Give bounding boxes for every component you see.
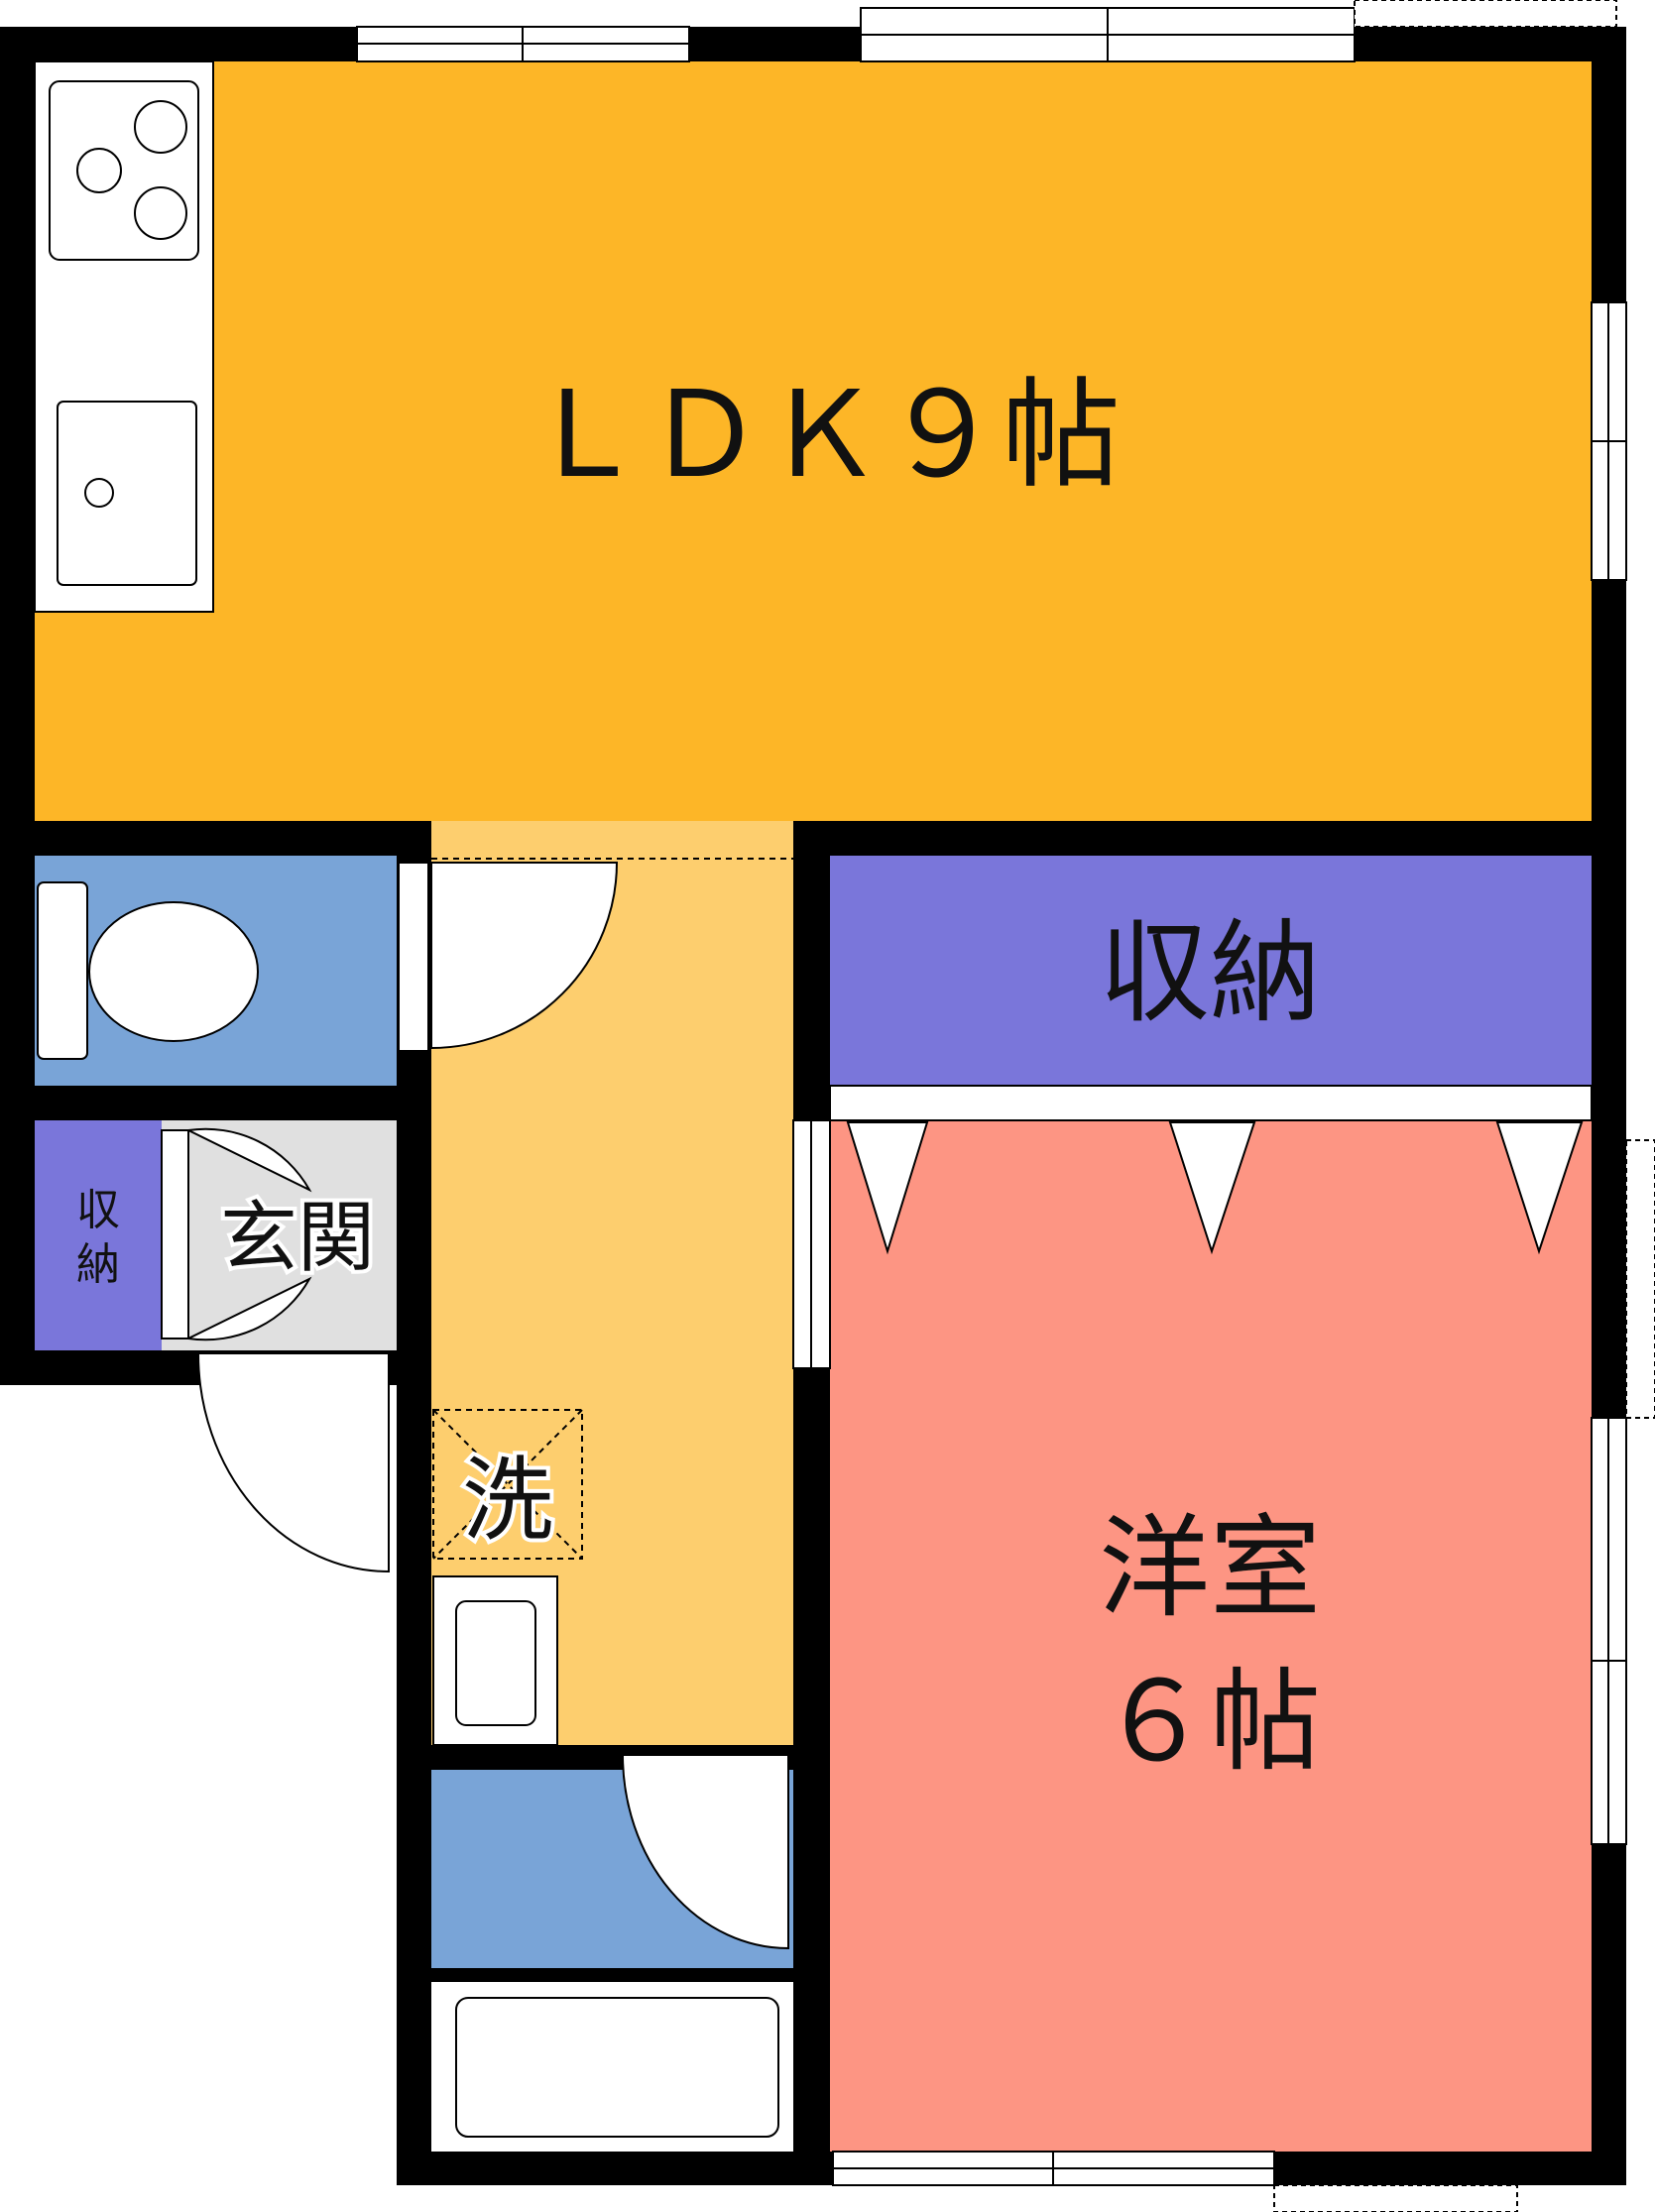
stove-burner-icon [76, 148, 122, 193]
washer-icon [432, 1409, 583, 1560]
bathtub-icon [455, 1997, 779, 2138]
storage-small [35, 1120, 162, 1350]
stove-burner-icon [134, 100, 187, 154]
stove-burner-icon [134, 186, 187, 240]
closet-door-markers [846, 1121, 1584, 1255]
western-room-label-line1: 洋室 [1099, 1504, 1321, 1633]
sink-icon [57, 401, 197, 586]
entrance-label: 玄関 [220, 1194, 375, 1283]
closet-rail [829, 1085, 1593, 1121]
western-room [830, 1120, 1592, 2152]
ldk-label: ＬＤＫ９帖 [526, 367, 1121, 505]
storage-main-label: 収納 [1099, 909, 1321, 1038]
drain-icon [84, 478, 114, 508]
washroom-label: 洗 [462, 1448, 553, 1554]
ldk-room [35, 61, 1592, 821]
doors [161, 862, 789, 1950]
toilet-icon [37, 881, 259, 1060]
kitchen-counter [34, 60, 214, 613]
storage-small-label-line2: 納 [76, 1239, 120, 1290]
storage-main [830, 856, 1592, 1086]
washbasin-icon [455, 1600, 536, 1726]
western-room-label-line2: ６帖 [1099, 1658, 1321, 1787]
windows [356, 0, 1655, 2212]
storage-small-label-line1: 収 [76, 1185, 120, 1235]
